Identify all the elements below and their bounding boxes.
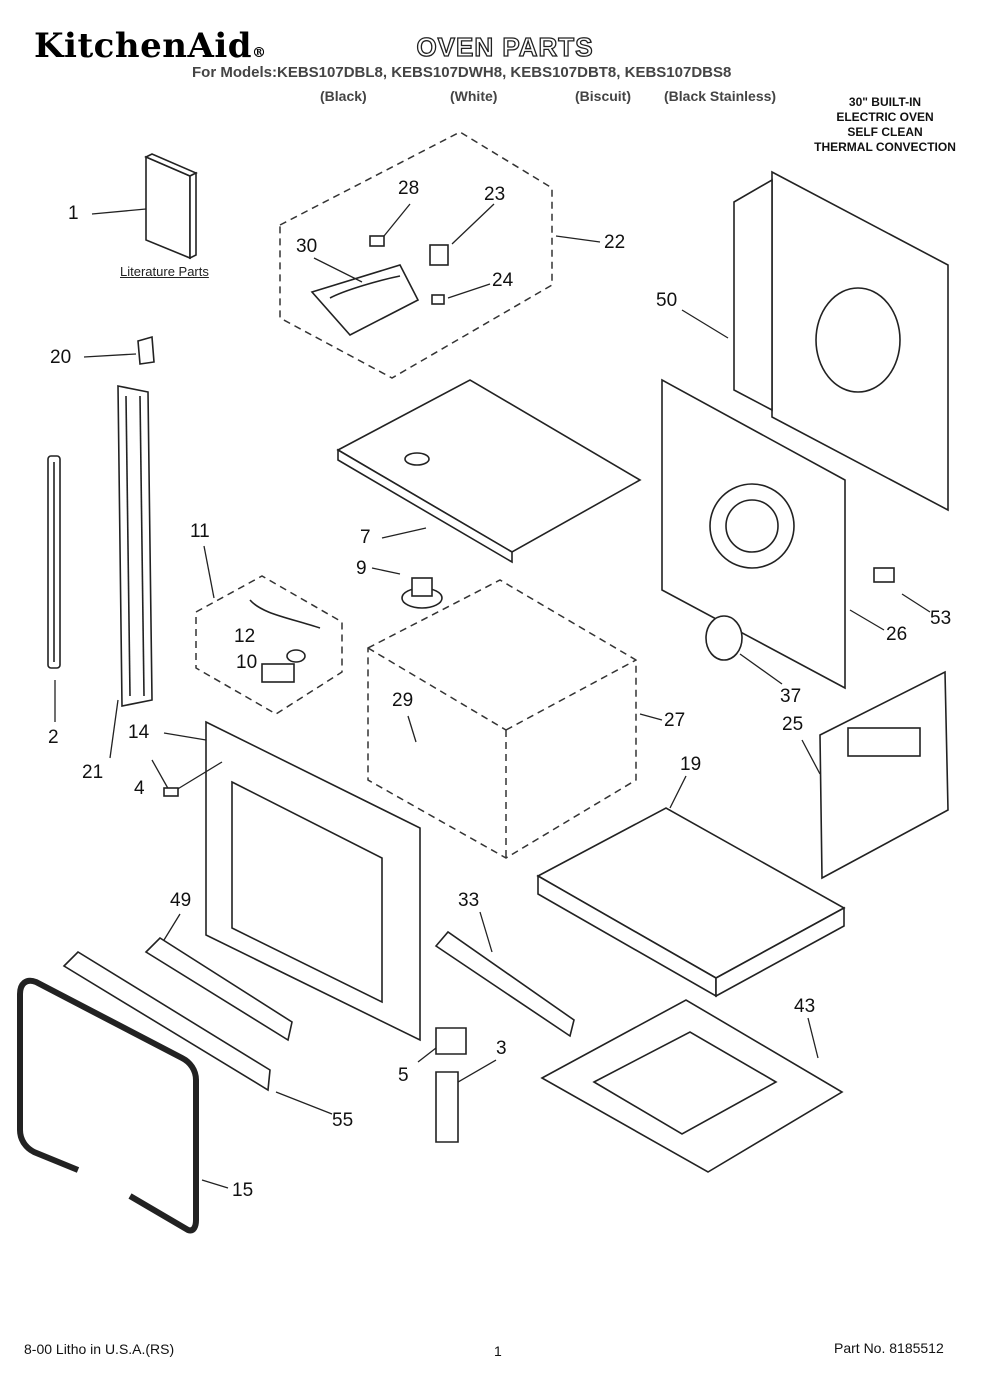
lower-trim-rails xyxy=(144,911,575,1042)
bracket-part-3 xyxy=(435,1071,459,1143)
door-trim-part xyxy=(62,950,333,1115)
literature-parts-label: Literature Parts xyxy=(120,264,209,279)
desc-line: THERMAL CONVECTION xyxy=(814,140,956,154)
callout-20: 20 xyxy=(50,347,72,368)
front-frame-part xyxy=(151,720,421,1042)
variant-white: (White) xyxy=(450,88,498,104)
variant-black-stainless: (Black Stainless) xyxy=(664,88,777,104)
desc-line: 30" BUILT-IN xyxy=(848,95,922,109)
rear-panel-part xyxy=(681,170,949,512)
callout-43: 43 xyxy=(794,996,816,1017)
convection-frame-part xyxy=(661,378,885,690)
side-panel-part xyxy=(801,670,949,880)
variant-biscuit: (Biscuit) xyxy=(575,88,631,104)
side-trim-strip-part xyxy=(47,455,61,722)
callout-33: 33 xyxy=(458,890,480,911)
door-gasket-part xyxy=(17,977,229,1234)
callout-2: 2 xyxy=(48,727,59,748)
callout-29: 29 xyxy=(392,690,414,711)
callout-27: 27 xyxy=(664,710,686,731)
callout-53: 53 xyxy=(930,608,952,629)
callout-55: 55 xyxy=(332,1110,354,1131)
models-line: For Models:KEBS107DBL8, KEBS107DWH8, KEB… xyxy=(192,64,732,81)
variant-black: (Black) xyxy=(320,88,367,104)
bottom-pan-part xyxy=(540,999,844,1173)
vertical-trim-part xyxy=(109,385,153,759)
callout-15: 15 xyxy=(232,1180,254,1201)
clip-part xyxy=(137,335,155,365)
desc-line: ELECTRIC OVEN xyxy=(836,110,934,124)
callout-49: 49 xyxy=(170,890,192,911)
callout-37: 37 xyxy=(780,686,802,707)
lamp-assembly-group xyxy=(195,545,343,715)
gasket-part xyxy=(705,615,743,661)
callout-7: 7 xyxy=(360,527,371,548)
callout-21: 21 xyxy=(82,762,104,783)
small-clip-part xyxy=(873,567,895,583)
oven-cavity-group xyxy=(367,567,663,859)
callout-25: 25 xyxy=(782,714,804,735)
bottom-shield-part xyxy=(536,775,846,998)
callout-19: 19 xyxy=(680,754,702,775)
callout-12: 12 xyxy=(234,626,256,647)
callout-22: 22 xyxy=(604,232,626,253)
callout-3: 3 xyxy=(496,1038,507,1059)
bracket-part-5 xyxy=(435,1027,467,1055)
callout-11: 11 xyxy=(190,521,210,542)
callout-5: 5 xyxy=(398,1065,409,1086)
callout-1: 1 xyxy=(68,203,79,224)
control-assembly-group xyxy=(279,131,601,379)
callout-26: 26 xyxy=(886,624,908,645)
callout-9: 9 xyxy=(356,558,367,579)
footer-litho: 8-00 Litho in U.S.A.(RS) xyxy=(24,1341,175,1357)
callout-14: 14 xyxy=(128,722,150,743)
callout-50: 50 xyxy=(656,290,678,311)
callout-4: 4 xyxy=(134,778,145,799)
callout-30: 30 xyxy=(296,236,318,257)
callout-24: 24 xyxy=(492,270,514,291)
brand-logo: KitchenAid® xyxy=(34,26,267,66)
literature-booklet-part xyxy=(91,153,198,260)
oven-description: 30" BUILT-IN ELECTRIC OVEN SELF CLEAN TH… xyxy=(790,95,980,155)
top-tray-part xyxy=(336,379,642,564)
desc-line: SELF CLEAN xyxy=(847,125,923,139)
callout-23: 23 xyxy=(484,184,506,205)
page-title: OVEN PARTS xyxy=(416,31,594,62)
page-number: 1 xyxy=(494,1343,502,1359)
part-number: Part No. 8185512 xyxy=(834,1340,944,1356)
callout-10: 10 xyxy=(236,652,258,673)
callout-28: 28 xyxy=(398,178,420,199)
